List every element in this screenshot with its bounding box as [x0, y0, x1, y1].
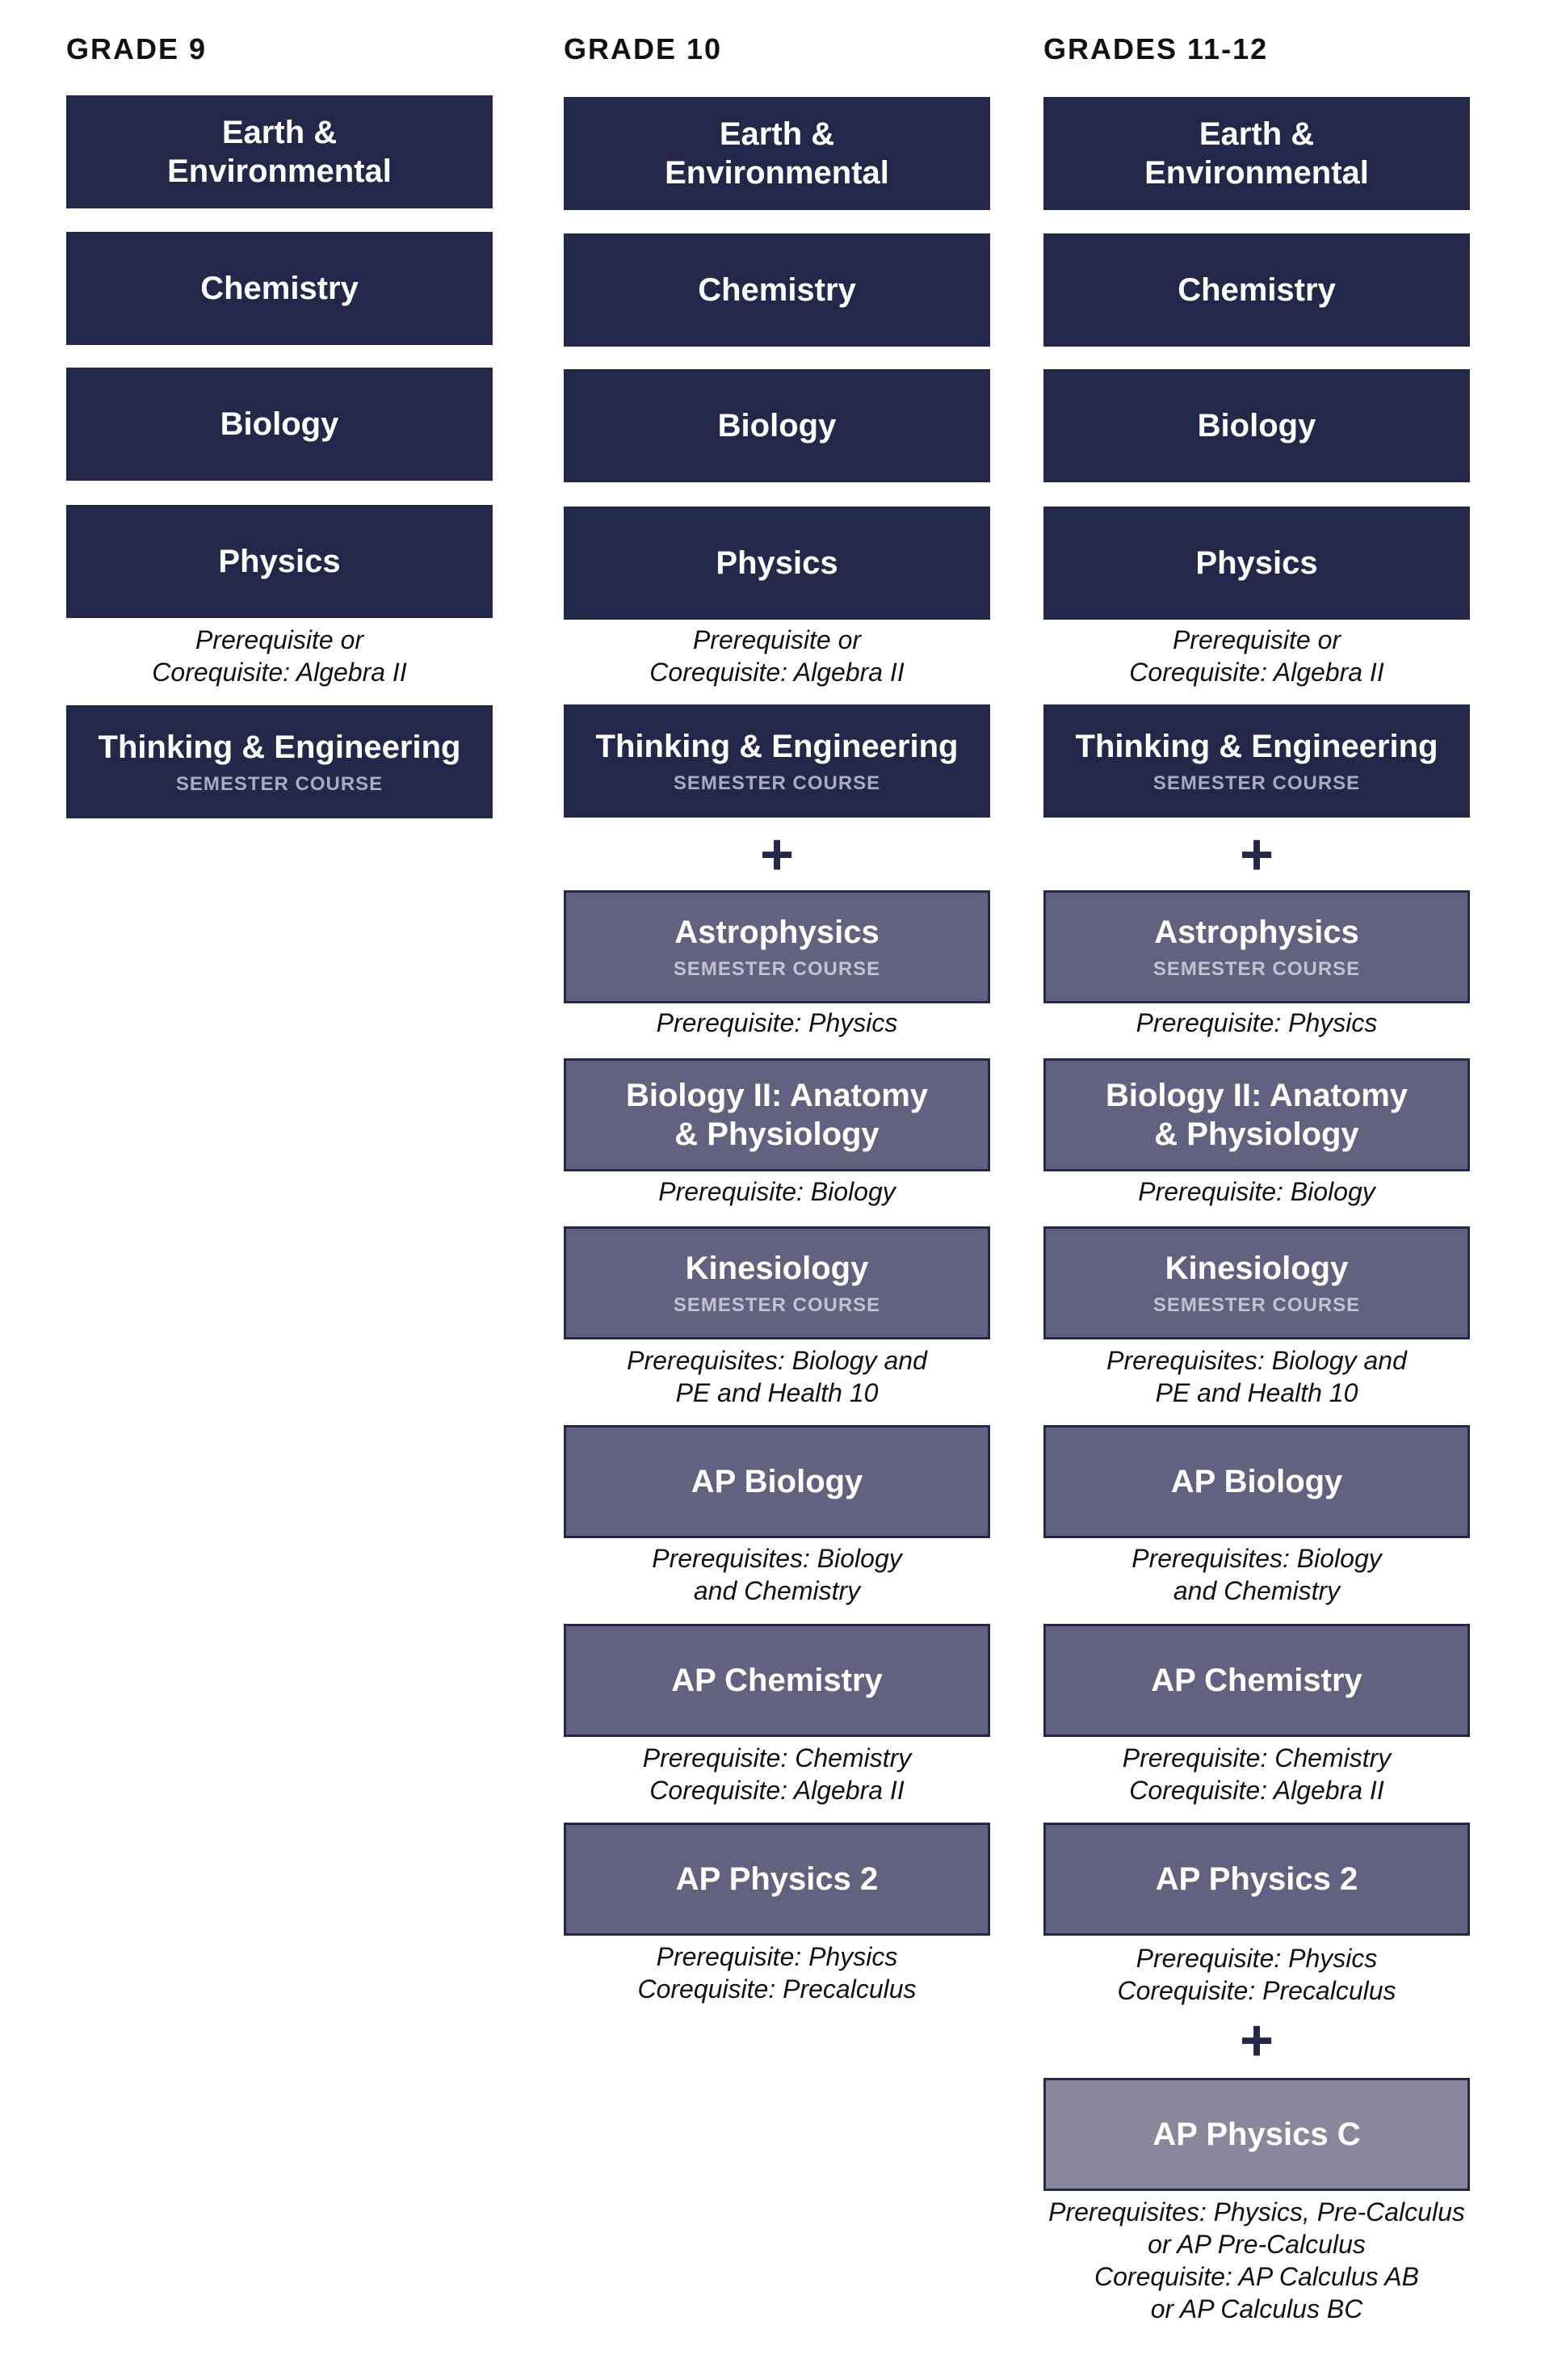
course-box-kinesiology: Kinesiology SEMESTER COURSE: [564, 1226, 990, 1339]
course-box-ap-biology: AP Biology: [1043, 1425, 1470, 1538]
course-title: Biology: [220, 406, 339, 442]
course-subtitle: SEMESTER COURSE: [1152, 958, 1361, 980]
course-note-astrophysics: Prerequisite: Physics: [656, 1008, 898, 1037]
course-box-physics: Physics: [66, 505, 493, 618]
course-subtitle: SEMESTER COURSE: [673, 772, 881, 794]
course-title: Earth &Environmental: [167, 115, 392, 189]
course-title: AP Biology: [1170, 1464, 1343, 1499]
course-title: AP Chemistry: [671, 1663, 883, 1698]
course-subtitle: SEMESTER COURSE: [673, 958, 881, 980]
column-heading: GRADE 9: [66, 32, 208, 65]
course-subtitle: SEMESTER COURSE: [673, 1294, 881, 1316]
course-box-astrophysics: Astrophysics SEMESTER COURSE: [564, 890, 990, 1003]
course-box-biology: Biology: [66, 368, 493, 481]
course-box-chemistry: Chemistry: [1043, 233, 1470, 347]
course-title: AP Chemistry: [1151, 1663, 1362, 1698]
course-title: Chemistry: [698, 272, 856, 308]
course-box-ap-physics-2: AP Physics 2: [564, 1823, 990, 1936]
course-title: AP Biology: [691, 1464, 863, 1499]
course-note-astrophysics: Prerequisite: Physics: [1136, 1008, 1378, 1037]
plus-icon: +: [1239, 2008, 1274, 2073]
course-title: Physics: [218, 544, 341, 579]
course-title: Chemistry: [200, 271, 359, 306]
course-box-earth-environmental: Earth &Environmental: [66, 95, 493, 208]
course-subtitle: SEMESTER COURSE: [1152, 1294, 1361, 1316]
course-box-ap-biology: AP Biology: [564, 1425, 990, 1538]
course-title: Biology: [1197, 408, 1316, 444]
course-box-astrophysics: Astrophysics SEMESTER COURSE: [1043, 890, 1470, 1003]
course-title: Thinking & Engineering: [595, 729, 959, 764]
course-title: Biology II: Anatomy& Physiology: [625, 1078, 929, 1152]
course-box-thinking-engineering: Thinking & Engineering SEMESTER COURSE: [66, 705, 493, 818]
course-title: AP Physics C: [1152, 2117, 1361, 2152]
column-heading: GRADE 10: [564, 32, 723, 65]
course-title: Biology II: Anatomy& Physiology: [1105, 1078, 1409, 1152]
course-box-chemistry: Chemistry: [66, 232, 493, 345]
course-box-biology: Biology: [1043, 369, 1470, 482]
course-box-ap-physics-2: AP Physics 2: [1043, 1823, 1470, 1936]
course-subtitle: SEMESTER COURSE: [175, 773, 384, 795]
course-title: Biology: [717, 408, 837, 444]
course-subtitle: SEMESTER COURSE: [1152, 772, 1361, 794]
course-box-ap-chemistry: AP Chemistry: [1043, 1624, 1470, 1737]
column-grade-10: GRADE 10 Earth &Environmental Chemistry …: [564, 0, 990, 2380]
course-box-thinking-engineering: Thinking & Engineering SEMESTER COURSE: [564, 704, 990, 818]
course-title: Astrophysics: [674, 915, 880, 950]
course-title: Astrophysics: [1154, 915, 1359, 950]
course-note-biology-ii: Prerequisite: Biology: [658, 1177, 896, 1206]
course-title: Earth &Environmental: [665, 116, 889, 191]
course-title: Earth &Environmental: [1144, 116, 1369, 191]
course-title: Chemistry: [1178, 272, 1336, 308]
course-title: Kinesiology: [685, 1251, 869, 1286]
course-box-earth-environmental: Earth &Environmental: [564, 97, 990, 210]
column-grades-11-12: GRADES 11-12 Earth &Environmental Chemis…: [1043, 0, 1470, 2380]
course-box-physics: Physics: [564, 507, 990, 620]
course-box-chemistry: Chemistry: [564, 233, 990, 347]
course-box-ap-chemistry: AP Chemistry: [564, 1624, 990, 1737]
course-box-physics: Physics: [1043, 507, 1470, 620]
course-title: AP Physics 2: [675, 1861, 879, 1897]
course-title: Kinesiology: [1165, 1251, 1349, 1286]
course-box-ap-physics-c: AP Physics C: [1043, 2078, 1470, 2191]
course-title: Thinking & Engineering: [98, 730, 461, 765]
course-note-biology-ii: Prerequisite: Biology: [1138, 1177, 1375, 1206]
course-title: AP Physics 2: [1155, 1861, 1358, 1897]
course-box-biology-ii: Biology II: Anatomy& Physiology: [564, 1058, 990, 1171]
plus-icon: +: [759, 822, 795, 887]
course-title: Physics: [716, 545, 838, 581]
plus-icon: +: [1239, 822, 1274, 887]
course-box-kinesiology: Kinesiology SEMESTER COURSE: [1043, 1226, 1470, 1339]
column-heading: GRADES 11-12: [1043, 32, 1269, 65]
course-box-biology: Biology: [564, 369, 990, 482]
course-box-thinking-engineering: Thinking & Engineering SEMESTER COURSE: [1043, 704, 1470, 818]
course-box-biology-ii: Biology II: Anatomy& Physiology: [1043, 1058, 1470, 1171]
course-title: Thinking & Engineering: [1075, 729, 1438, 764]
course-box-earth-environmental: Earth &Environmental: [1043, 97, 1470, 210]
course-title: Physics: [1195, 545, 1318, 581]
column-grade-9: GRADE 9 Earth &Environmental Chemistry B…: [66, 0, 493, 2380]
